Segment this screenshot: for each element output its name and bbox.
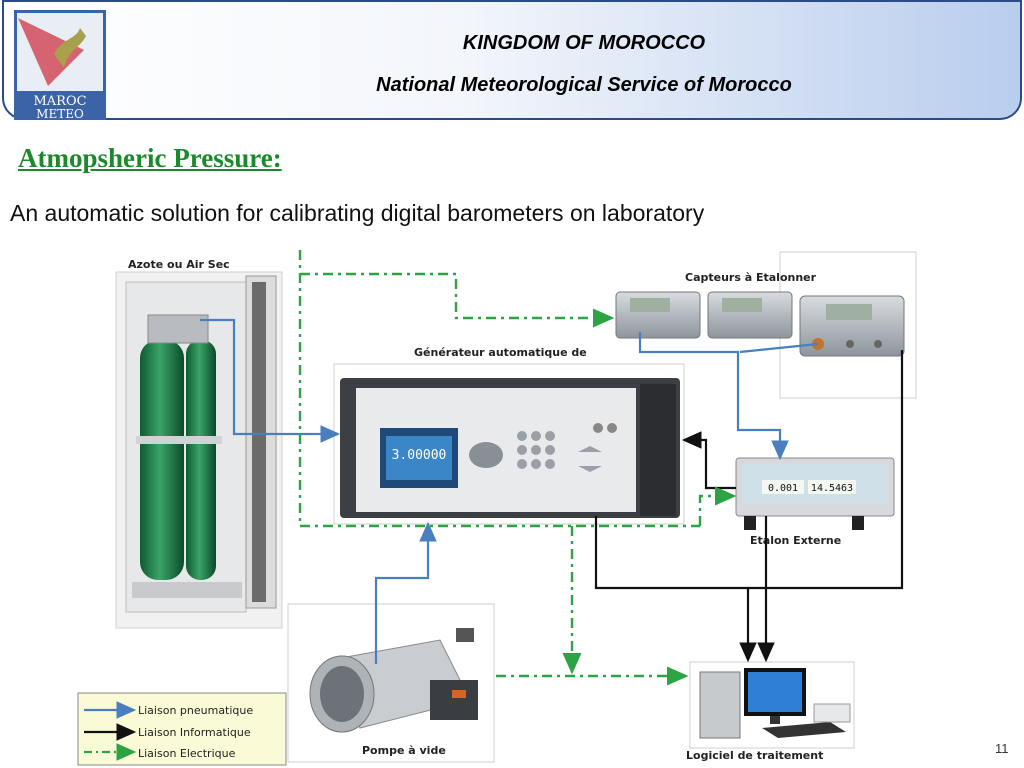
slide-title: Atmopsheric Pressure: — [18, 143, 282, 173]
legend-informatic: Liaison Informatique — [138, 726, 251, 739]
etalon-label: Etalon Externe — [750, 534, 841, 547]
electric-links — [298, 250, 737, 686]
header-subtitle: National Meteorological Service of Moroc… — [376, 74, 792, 96]
pressure-generator: 3.00000 — [333, 363, 685, 525]
etalon-display-left: 0.001 — [768, 483, 798, 494]
legend-pneumatic: Liaison pneumatique — [138, 704, 253, 717]
informatic-links — [594, 350, 904, 663]
software-computer — [689, 661, 855, 749]
page-number: 11 — [995, 741, 1009, 756]
pump-label: Pompe à vide — [362, 744, 446, 757]
svg-text:MAROC: MAROC — [33, 94, 86, 109]
sensors-box — [615, 251, 917, 399]
legend-electric: Liaison Electrique — [138, 747, 236, 760]
maroc-meteo-logo: MAROC METEO — [14, 10, 106, 120]
generator-display: 3.00000 — [392, 448, 447, 463]
svg-text:METEO: METEO — [36, 107, 84, 120]
header-banner: MAROC METEO KINGDOM OF MOROCCO National … — [2, 0, 1022, 120]
gas-label: Azote ou Air Sec — [128, 258, 230, 271]
external-standard: 0.001 14.5463 — [735, 457, 895, 530]
etalon-display-right: 14.5463 — [811, 483, 853, 494]
legend: Liaison pneumatique Liaison Informatique… — [77, 692, 287, 766]
sensors-label: Capteurs à Etalonner — [685, 271, 817, 284]
pneumatic-links — [200, 318, 819, 664]
software-label: Logiciel de traitement — [686, 749, 823, 762]
header-title: KINGDOM OF MOROCCO — [462, 32, 706, 54]
generator-label-1: Générateur automatique de — [414, 346, 587, 359]
gas-cabinet — [115, 271, 283, 629]
slide-subtitle: An automatic solution for calibrating di… — [10, 200, 705, 226]
vacuum-pump — [287, 603, 495, 763]
